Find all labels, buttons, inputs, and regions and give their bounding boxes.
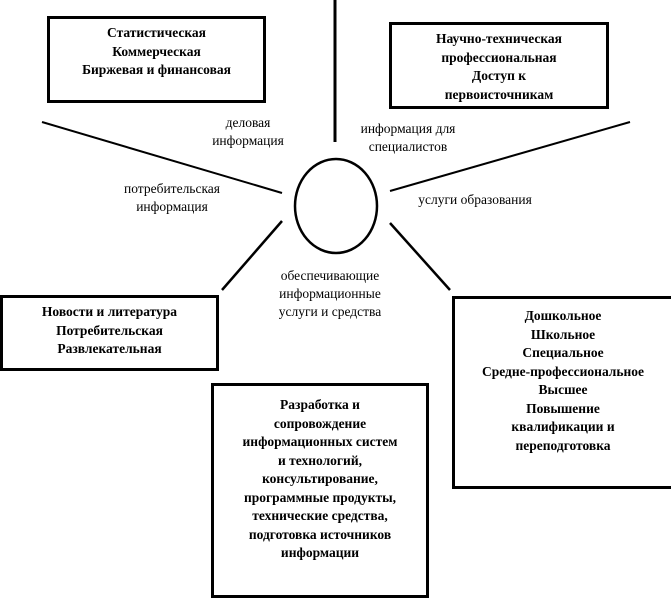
line-consumer [221, 220, 283, 291]
box-text: переподготовка [515, 437, 611, 453]
box-text: программные продукты, [243, 489, 397, 505]
box-text: и технологий, [278, 452, 362, 468]
box-education: Дошкольное Школьное Специальное Средне-п… [452, 296, 671, 489]
box-text: Средне-профессиональное [481, 363, 645, 379]
box-text: подготовка источников [248, 526, 392, 542]
box-text: Повышение [526, 400, 600, 416]
label-text: услуги образования [418, 192, 532, 207]
label-text: информация для [360, 121, 456, 136]
box-text: квалификации и [511, 419, 615, 434]
box-text: информационных систем [242, 434, 398, 449]
box-text: Научно-техническая [435, 31, 562, 46]
box-text: Специальное [522, 345, 604, 360]
box-text: профессиональная [441, 49, 557, 65]
box-text: Разработка и [280, 397, 360, 412]
box-text: Новости и литература [41, 304, 178, 319]
label-text: обеспечивающие [280, 268, 380, 283]
box-business: Статистическая Коммерческая Биржевая и ф… [47, 16, 266, 103]
center-circle [293, 157, 379, 255]
box-text: Развлекательная [57, 341, 162, 356]
label-business: деловая информация [212, 114, 284, 150]
label-education: услуги образования [418, 191, 532, 209]
box-text: Высшее [538, 382, 588, 397]
line-specialists [389, 121, 631, 192]
box-text: Школьное [530, 326, 596, 342]
box-text: Статистическая [107, 25, 206, 40]
box-text: Коммерческая [112, 43, 201, 59]
box-text: первоисточникам [444, 86, 554, 102]
box-text: Потребительская [56, 322, 163, 338]
box-text: информации [280, 545, 360, 560]
box-consumer: Новости и литература Потребительская Раз… [0, 295, 219, 371]
line-business [41, 121, 283, 194]
box-support: Разработка и сопровождение информационны… [211, 383, 429, 598]
label-text: услуги и средства [278, 304, 382, 319]
label-text: потребительская [123, 181, 221, 196]
line-education [389, 222, 451, 291]
label-support: обеспечивающие информационные услуги и с… [279, 267, 381, 321]
box-text: Дошкольное [524, 308, 602, 323]
box-text: консультирование, [262, 471, 378, 486]
label-text: специалистов [368, 139, 448, 154]
label-specialists: информация для специалистов [361, 120, 456, 156]
box-text: сопровождение [273, 415, 367, 431]
box-specialists: Научно-техническая профессиональная Дост… [389, 22, 609, 109]
label-text: информация [136, 199, 208, 214]
box-text: Доступ к [471, 68, 527, 83]
label-text: информационные [279, 286, 381, 301]
label-text: деловая [225, 115, 271, 130]
box-text: Биржевая и финансовая [82, 62, 231, 77]
label-text: информация [212, 133, 284, 148]
box-text: технические средства, [252, 508, 388, 523]
label-consumer: потребительская информация [124, 180, 220, 216]
